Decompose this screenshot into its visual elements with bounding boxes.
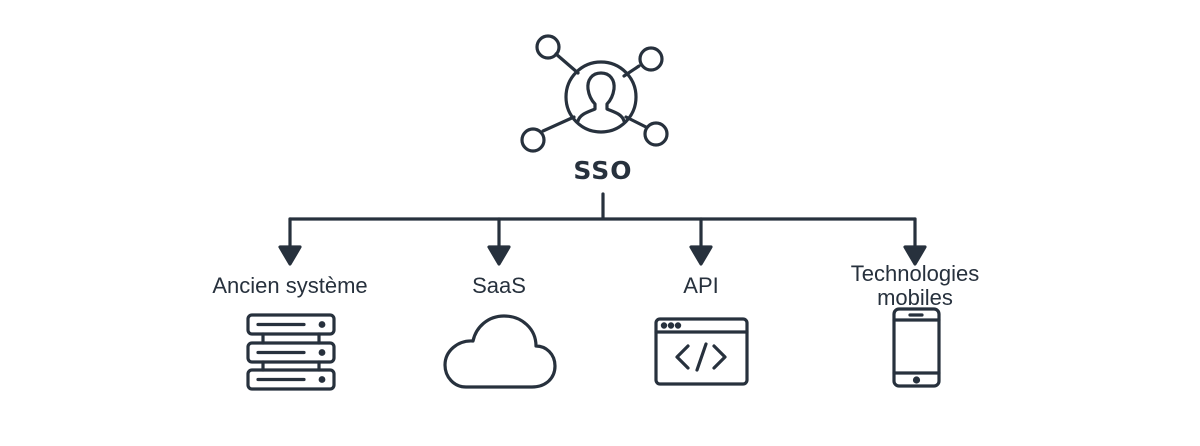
window-dot [667,322,675,329]
server-unit [246,313,336,336]
network-node [638,46,664,72]
network-node [520,127,546,153]
target-label-line: Technologies [850,261,980,286]
server-led [318,349,326,356]
network-node [643,121,669,147]
phone-body [892,307,941,388]
server-led [318,376,326,383]
target-label-mobile-technologies: Technologies mobiles [830,262,1000,310]
code-window-icon [654,317,749,386]
target-label-line: mobiles [877,285,953,310]
smartphone-icon [892,307,941,388]
cloud-outline [443,314,557,389]
arrow-head [689,245,713,266]
network-spoke [554,52,580,75]
window-frame [654,317,749,386]
person-silhouette [576,71,626,123]
arrow-head [278,245,302,266]
window-dot [674,322,682,329]
sso-label: SSO [573,156,633,185]
user-network-icon [520,34,669,153]
target-label-legacy-system: Ancien système [212,273,368,298]
server-unit [246,368,336,391]
network-spoke [541,115,576,133]
server-unit [246,341,336,364]
code-bracket-left [675,344,690,370]
phone-home-button [912,376,921,384]
cloud-icon [443,314,557,389]
arrow-head [903,245,927,266]
target-label-saas: SaaS [472,273,526,298]
server-stack-icon [246,313,336,391]
code-bracket-right [712,344,727,370]
code-slash [695,342,708,372]
server-led [318,321,326,328]
connector-tree [278,192,927,266]
arrow-head [487,245,511,266]
network-node [535,34,561,60]
target-label-api: API [683,273,719,298]
user-circle [564,60,638,134]
window-dot [660,322,668,329]
